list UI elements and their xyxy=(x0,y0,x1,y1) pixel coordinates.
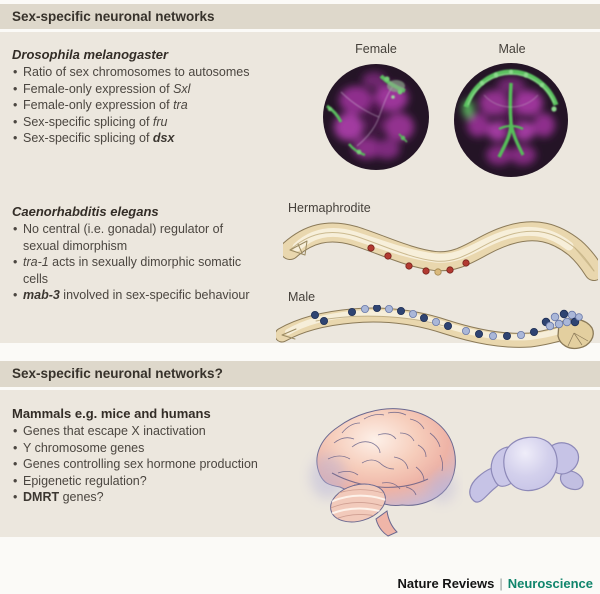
list-item: Female-only expression of Sxl xyxy=(12,81,332,98)
list-item: Sex-specific splicing of dsx xyxy=(12,130,332,147)
footer-separator: | xyxy=(499,576,503,591)
gene-name: DMRT xyxy=(23,490,60,504)
list-item: Sex-specific splicing of fru xyxy=(12,114,332,131)
gene-name: tra xyxy=(173,98,188,112)
section-header-band-2: Sex-specific neuronal networks? xyxy=(0,361,600,387)
hermaphrodite-label: Hermaphrodite xyxy=(288,201,371,215)
male-worm-image xyxy=(276,305,594,350)
fly-bullet-list: Ratio of sex chromosomes to autosomes Fe… xyxy=(12,64,332,147)
section-title: Sex-specific neuronal networks xyxy=(12,9,215,24)
gene-name: dsx xyxy=(152,131,175,145)
gene-name: Sxl xyxy=(173,81,191,96)
worm-heading: Caenorhabditis elegans xyxy=(12,204,159,219)
gene-name: mab-3 xyxy=(23,288,60,302)
journal-footer: Nature Reviews | Neuroscience xyxy=(398,576,593,591)
gene-name: fru xyxy=(152,114,168,129)
list-item: Genes that escape X inactivation xyxy=(12,423,342,440)
gene-name: tra-1 xyxy=(23,255,49,269)
journal-field: Neuroscience xyxy=(507,576,593,591)
human-brain-image xyxy=(310,408,456,537)
list-item: Genes controlling sex hormone production xyxy=(12,456,342,473)
list-item: DMRT genes? xyxy=(12,489,342,506)
list-item: Ratio of sex chromosomes to autosomes xyxy=(12,64,332,81)
fly-brain-image-male xyxy=(454,63,568,177)
fly-heading: Drosophila melanogaster xyxy=(12,47,169,62)
list-item: tra-1 acts in sexually dimorphic somatic… xyxy=(12,254,250,287)
mammal-bullet-list: Genes that escape X inactivation Y chrom… xyxy=(12,423,342,506)
female-label: Female xyxy=(355,42,397,56)
hermaphrodite-worm-image xyxy=(283,221,598,281)
fly-brain-image-female xyxy=(323,64,429,170)
journal-name: Nature Reviews xyxy=(397,576,495,591)
mammal-heading: Mammals e.g. mice and humans xyxy=(12,406,211,421)
mouse-brain-image xyxy=(469,436,584,503)
section-title: Sex-specific neuronal networks? xyxy=(12,366,223,381)
worm-male-label: Male xyxy=(288,290,316,304)
male-label: Male xyxy=(498,42,526,56)
list-item: Female-only expression of tra xyxy=(12,97,332,114)
worm-bullet-list: No central (i.e. gonadal) regulator of s… xyxy=(12,221,250,304)
list-item: mab-3 involved in sex-specific behaviour xyxy=(12,287,250,304)
list-item: Y chromosome genes xyxy=(12,440,342,457)
list-item: No central (i.e. gonadal) regulator of s… xyxy=(12,221,250,254)
list-item: Epigenetic regulation? xyxy=(12,473,342,490)
section-header-band-1: Sex-specific neuronal networks xyxy=(0,4,600,29)
